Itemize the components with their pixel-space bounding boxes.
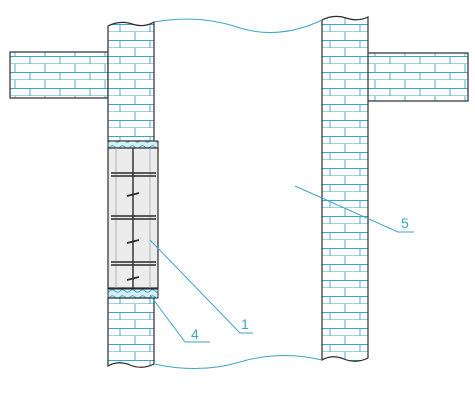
right-beam — [365, 52, 469, 102]
callout-4-label: 4 — [191, 326, 199, 342]
left-beam — [9, 51, 109, 99]
callout-1-label: 1 — [241, 316, 249, 332]
right-wall — [321, 15, 369, 362]
panel-connectors — [126, 192, 140, 281]
callout-5-leader — [294, 185, 414, 233]
cavity-top-break-line — [153, 18, 323, 33]
callout-5-label: 5 — [401, 215, 409, 231]
mortar-layer-top — [107, 140, 159, 149]
panel-ties — [111, 172, 156, 266]
callout-4-leader — [149, 294, 210, 343]
cavity-bottom-break-line — [153, 355, 323, 369]
left-wall-lower — [107, 297, 155, 368]
callout-1-leader — [149, 239, 253, 334]
panel-element — [107, 147, 159, 289]
left-wall-upper — [107, 20, 155, 142]
callout-leaders — [149, 185, 414, 343]
mortar-layer-bottom — [107, 288, 159, 299]
